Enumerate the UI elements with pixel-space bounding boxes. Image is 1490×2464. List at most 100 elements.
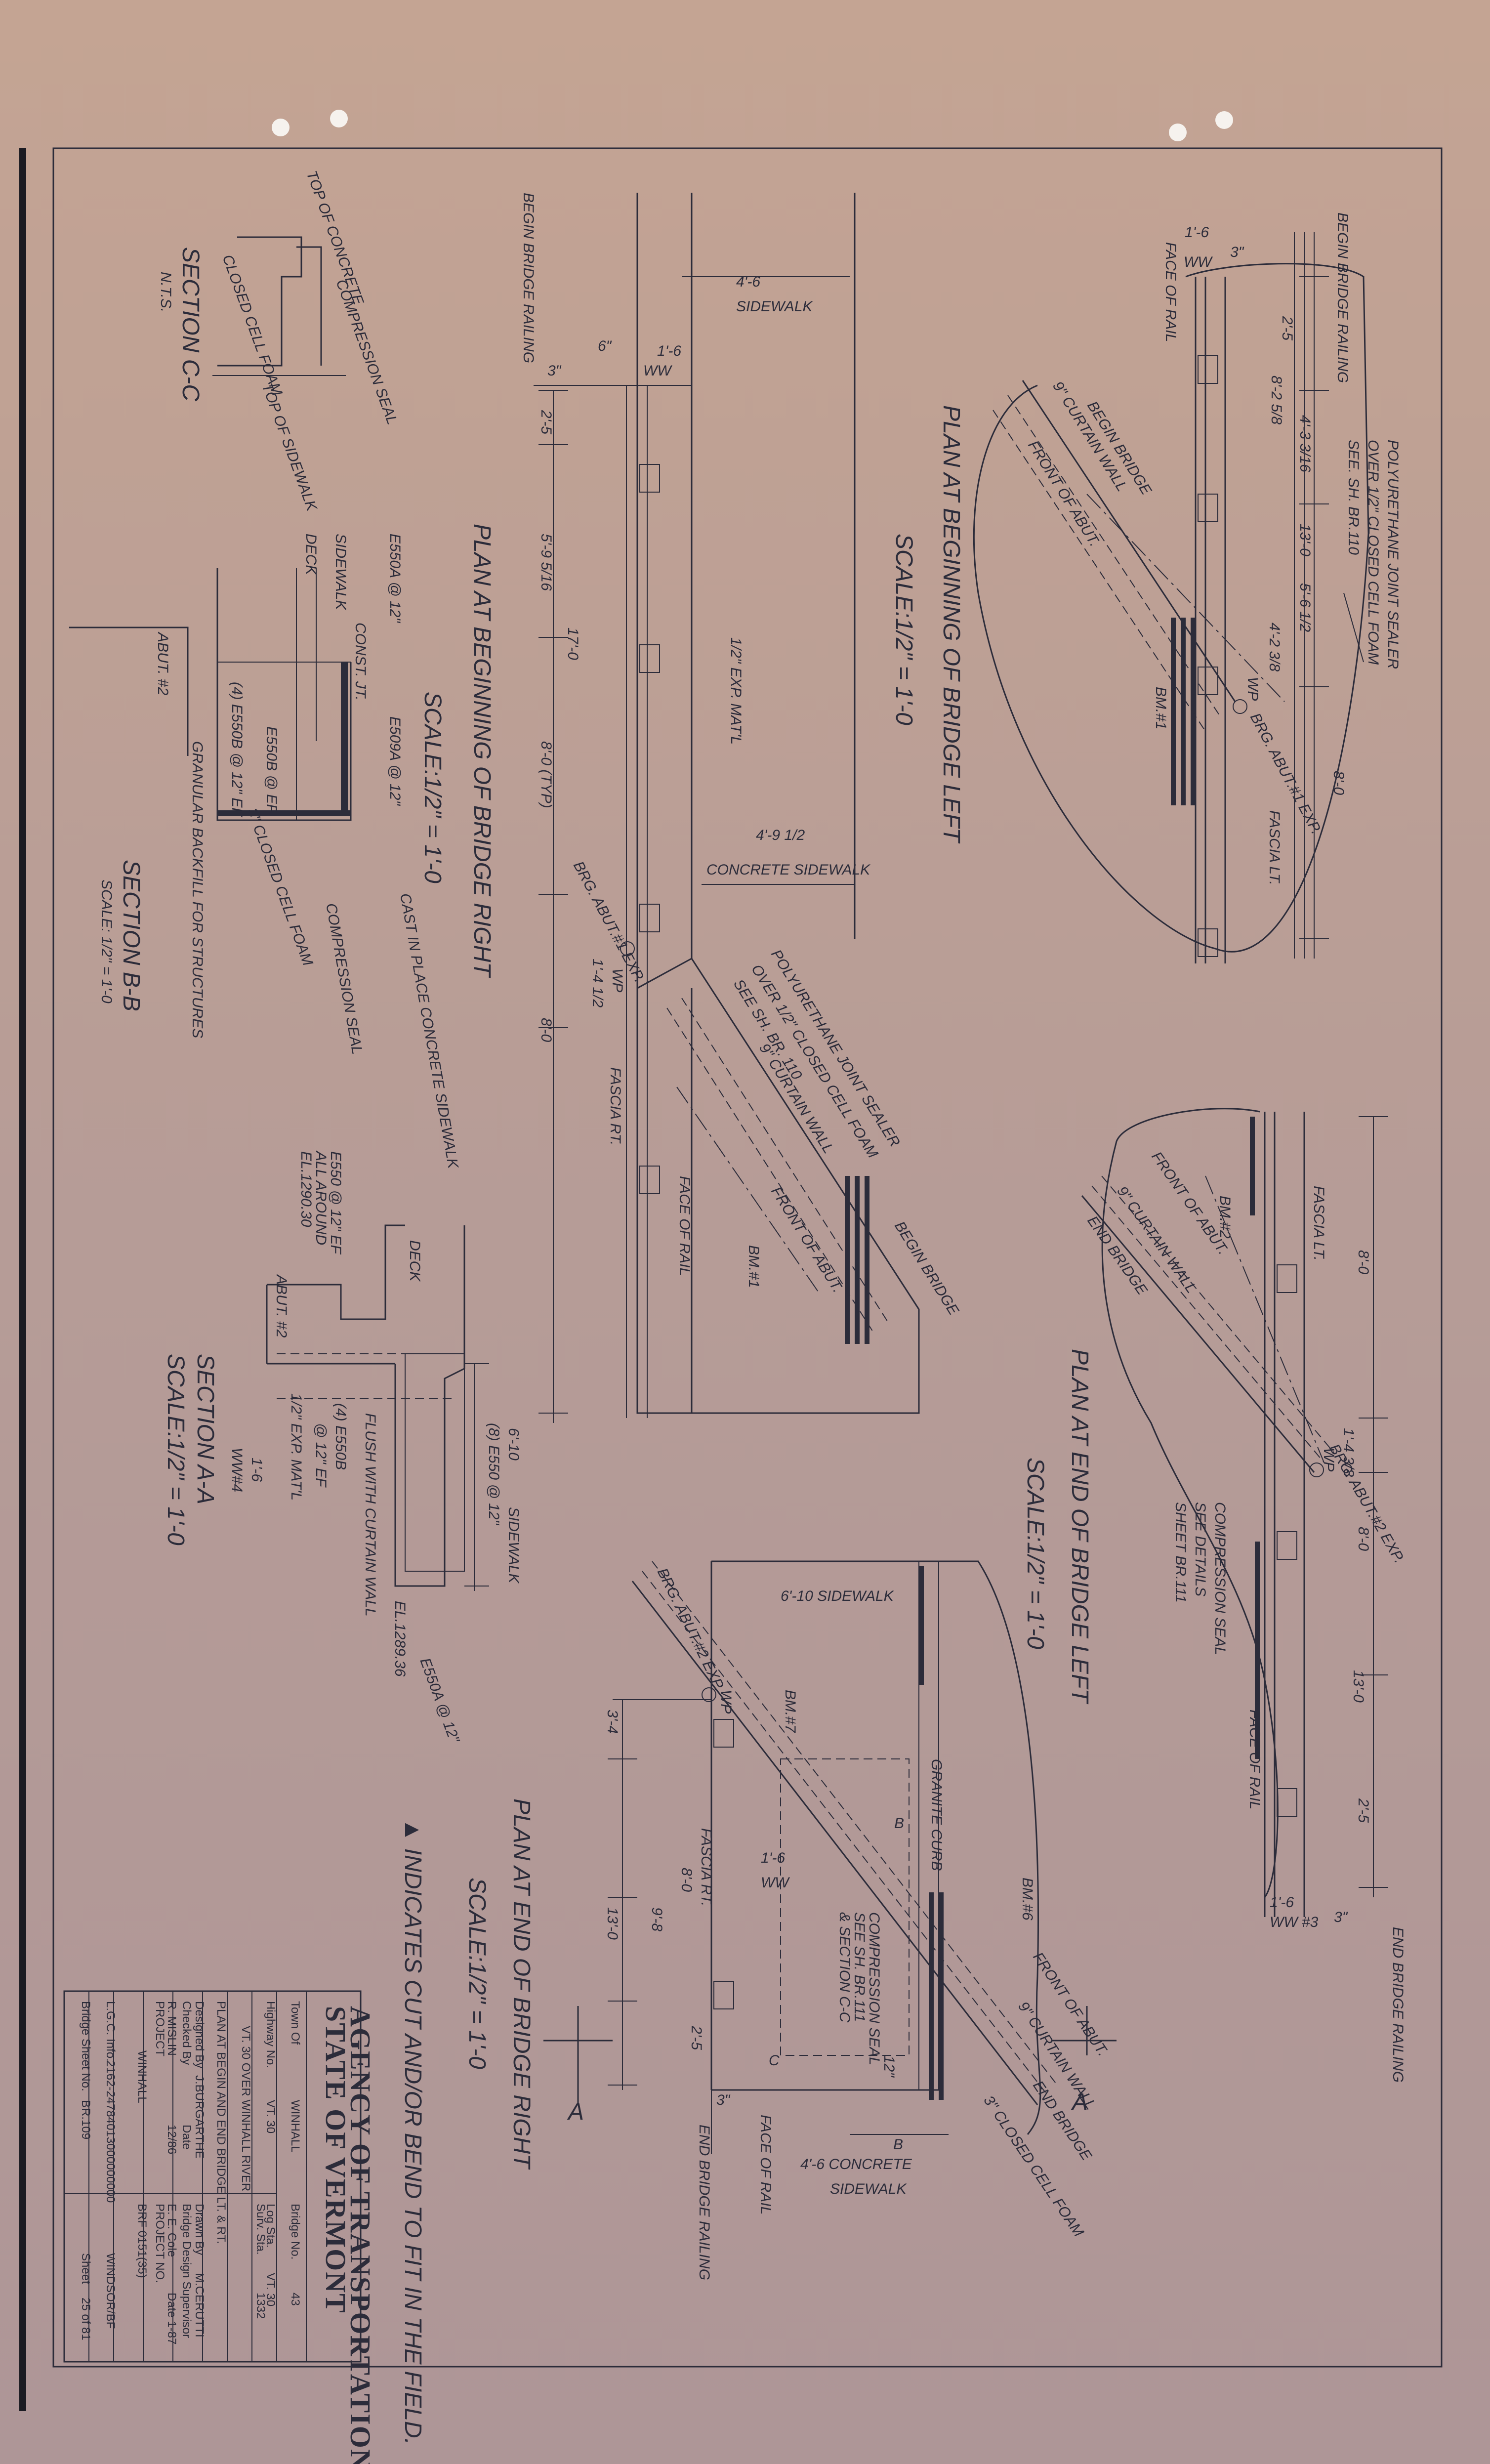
plan-end-left: FASCIA LT. FRONT OF ABUT. BM.#2 9" CURTA… — [1022, 1108, 1407, 2083]
view-scale-section-bb: SCALE: 1/2" = 1'-0 — [98, 879, 115, 1003]
label-begin-bridge-rt: BEGIN BRIDGE — [891, 1218, 962, 1318]
dim-9-8: 9'-8 — [649, 1907, 665, 1931]
label-brg-abut2-rt: BRG. ABUT.#2 EXP. — [654, 1566, 728, 1694]
lgc-value: 2162-24784013000000000 — [104, 2060, 117, 2203]
dim-8-0-typ: 8'-0 (TYP) — [538, 741, 554, 808]
plan-end-right: A A B B C 6'-10 SIDEWALK BRG. ABUT.#2 EX… — [464, 1560, 1117, 2280]
label-sidewalk-end-rt: 6'-10 SIDEWALK — [781, 1588, 895, 1604]
county-value: WINDSOR/BF — [104, 2253, 117, 2329]
dim-8-0-rt: 8'-0 — [538, 1018, 554, 1042]
label-bm7: BM.#7 — [782, 1690, 798, 1733]
label-bm6: BM.#6 — [1019, 1878, 1035, 1921]
checked-label: Checked By — [180, 2001, 193, 2065]
label-front-abut-rt: FRONT OF ABUT. — [768, 1184, 846, 1295]
view-title-plan-begin-left: PLAN AT BEGINNING OF BRIDGE LEFT — [938, 405, 964, 844]
label-polyurethane-joint-sealer: POLYURETHANE JOINT SEALER — [1385, 440, 1401, 669]
log-sta-value: VT. 30 — [264, 2273, 277, 2306]
label-front-of-abut: FRONT OF ABUT. — [1025, 438, 1103, 549]
highway-value: VT. 30 — [264, 2100, 277, 2133]
section-marker-a-right: A — [1071, 2089, 1088, 2115]
label-sidewalk-aa: SIDEWALK — [505, 1507, 522, 1584]
supervisor-signature: E. E. Cole — [165, 2204, 178, 2257]
dim-12in: 12" — [881, 2055, 897, 2078]
label-deck-aa: DECK — [407, 1240, 423, 1282]
agency-line-1: STATE OF VERMONT — [320, 2006, 352, 2314]
dim-8-0-end-b: 8'-0 — [1355, 1527, 1371, 1551]
label-bm1: BM.#1 — [1153, 687, 1169, 730]
surv-sta-value: 1332 — [254, 2293, 267, 2319]
label-e550b-4: (4) E550B @ 12" EF — [229, 682, 245, 818]
label-brg-abut1-exp: BRG. ABUT.#1 EXP. — [1247, 710, 1324, 837]
label-see-details: SEE DETAILS — [1192, 1502, 1208, 1596]
dim-2-5-end-rt: 2'-5 — [688, 2025, 704, 2050]
highway-label: Highway No. — [264, 2001, 277, 2068]
label-bm1-rt: BM.#1 — [745, 1245, 762, 1288]
label-closed-cell-foam: OVER 1/2" CLOSED CELL FOAM — [1365, 440, 1381, 665]
label-closed-cell-foam-cc: CLOSED CELL FOAM — [219, 252, 285, 398]
view-title-section-aa: SECTION A-A — [192, 1354, 218, 1504]
dim-ww-rt: WW — [643, 363, 672, 379]
label-see-sheet: SEE. SH. BR.110 — [1345, 440, 1362, 555]
punch-hole — [330, 110, 348, 127]
label-const-jt: CONST. JT. — [352, 623, 369, 701]
dim-3-4: 3'-4 — [604, 1710, 621, 1734]
label-face-of-rail-end: FACE OF RAIL — [1246, 1710, 1263, 1809]
dim-ww3: WW #3 — [1270, 1914, 1319, 1930]
sheet-label: Sheet — [79, 2253, 92, 2284]
sheet-border — [52, 147, 1443, 2368]
label-3in-foam-bb: 3" CLOSED CELL FOAM — [244, 806, 316, 968]
label-e550b: E550B @ EF — [263, 726, 280, 814]
dim-3in-end: 3" — [1334, 1909, 1348, 1925]
punch-hole — [272, 119, 290, 136]
label-brg-abut-rt: BRG. ABUT.#1 EXP. — [570, 859, 648, 985]
label-compression-seal-end: COMPRESSION SEAL — [1212, 1502, 1228, 1655]
checked-value: R. MISLIN — [165, 2001, 178, 2056]
label-6-10-aa: 6'-10 — [505, 1428, 522, 1461]
label-end-bridge-railing: END BRIDGE RAILING — [1390, 1927, 1406, 2083]
label-top-of-sidewalk: TOP OF SIDEWALK — [258, 381, 320, 514]
bridge-sheet-label: Bridge Sheet No. — [79, 2001, 92, 2091]
designed-label: Designed By — [193, 2001, 206, 2068]
view-title-plan-end-left: PLAN AT END OF BRIDGE LEFT — [1067, 1349, 1093, 1705]
title-block: STATE OF VERMONT AGENCY OF TRANSPORTATIO… — [63, 1990, 376, 2464]
label-bm2: BM.#2 — [1217, 1196, 1233, 1239]
dim-ww-end-rt: WW — [761, 1875, 790, 1891]
dim-4-9: 4'-9 1/2 — [756, 827, 805, 843]
label-sidewalk: SIDEWALK — [736, 298, 813, 315]
dim-3in-rt: 3" — [547, 363, 562, 379]
project-no-value: BRF 0151(35) — [135, 2204, 149, 2278]
label-exp-matl-aa: 1/2" EXP. MAT'L — [288, 1393, 304, 1501]
label-face-of-rail-end-rt: FACE OF RAIL — [757, 2115, 774, 2214]
label-fascia-lt-end: FASCIA LT. — [1311, 1186, 1327, 1261]
lgc-label: L.G.C. Info. — [104, 2001, 117, 2062]
dim-ww: WW — [1184, 254, 1213, 270]
punch-hole — [1169, 124, 1187, 141]
bridge-no-label: Bridge No. — [289, 2204, 302, 2259]
section-marker-c: C — [769, 2052, 780, 2069]
general-note: ▲ INDICATES CUT AND/OR BEND TO FIT IN TH… — [400, 1818, 426, 2445]
view-scale-plan-end-left: SCALE:1/2" = 1'-0 — [1022, 1458, 1048, 1649]
town-value: WINHALL — [289, 2100, 302, 2153]
label-flush-curtain: FLUSH WITH CURTAIN WALL — [362, 1413, 378, 1617]
description-line-1: VT. 30 OVER WINHALL RIVER — [239, 2026, 252, 2191]
section-cc: TOP OF CONCRETE COMPRESSION SEAL CLOSED … — [158, 168, 400, 514]
project-label: PROJECT — [153, 2001, 166, 2056]
label-see-sh-br111: SEE SH. BR.111 — [851, 1912, 868, 2022]
label-8-e550: (8) E550 @ 12" — [486, 1423, 502, 1526]
label-abut2-bb: ABUT. #2 — [155, 631, 171, 696]
label-begin-bridge-railing-rt: BEGIN BRIDGE RAILING — [520, 193, 537, 363]
dim-13-0: 13'-0 — [1297, 524, 1313, 556]
dim-8-2: 8'-2 5/8 — [1268, 376, 1284, 424]
view-scale-section-aa: SCALE:1/2" = 1'-0 — [163, 1354, 189, 1545]
label-e550-aa: E550 @ 12" EF — [328, 1151, 344, 1255]
label-compression-seal-rt: COMPRESSION SEAL — [866, 1912, 882, 2065]
dim-8-0-end-rt: 8'-0 — [678, 1868, 695, 1892]
log-sta-label: Log Sta. — [264, 2204, 277, 2248]
dim-13-0-end: 13'-0 — [1350, 1670, 1366, 1703]
drawn-value: M.CERUTTI — [193, 2273, 206, 2338]
label-granite-curb: GRANITE CURB — [928, 1759, 945, 1871]
designed-value: J.BURGARTHE — [193, 2075, 206, 2159]
view-scale-plan-end-right: SCALE:1/2" = 1'-0 — [464, 1878, 490, 2069]
